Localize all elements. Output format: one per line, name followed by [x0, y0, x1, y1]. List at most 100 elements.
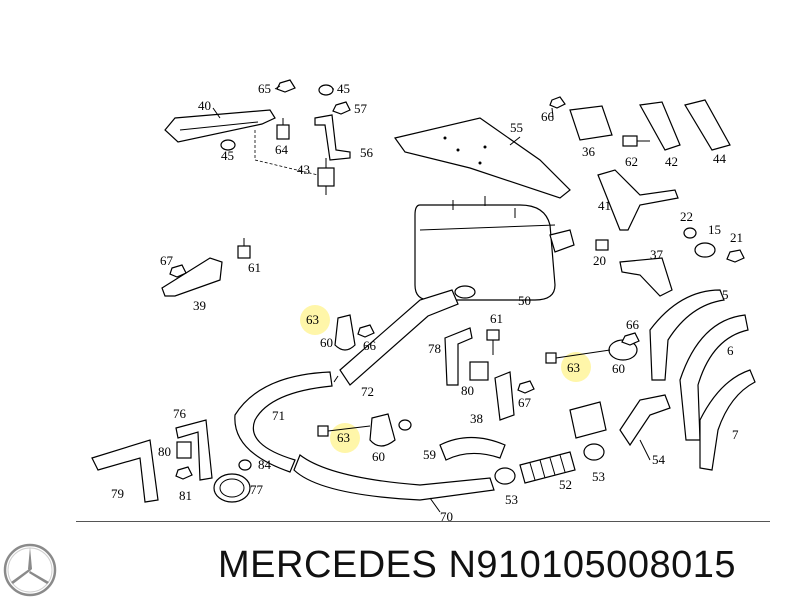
label-56: 56 [360, 145, 374, 160]
clamp-60-bottom [369, 413, 396, 447]
label-15: 15 [708, 222, 721, 237]
washer-22 [683, 227, 697, 239]
label-61-left: 61 [248, 260, 261, 275]
label-57: 57 [354, 101, 368, 116]
label-52: 52 [559, 477, 572, 492]
bracket-41 [597, 169, 679, 231]
flex-pipe-52 [519, 451, 576, 484]
label-63-left: 63 [306, 312, 319, 327]
label-38: 38 [470, 411, 483, 426]
label-41: 41 [598, 198, 611, 213]
label-67-mid: 67 [518, 395, 532, 410]
label-64: 64 [275, 142, 289, 157]
bracket-38 [494, 371, 515, 421]
pipe-71 [234, 371, 333, 473]
label-60-bottom: 60 [372, 449, 385, 464]
bracket-42 [639, 101, 681, 151]
bolt-63-bottom [317, 425, 371, 437]
leader-lines [212, 85, 651, 513]
label-60-right: 60 [612, 361, 625, 376]
label-43: 43 [297, 162, 310, 177]
muffler-50 [414, 196, 575, 301]
label-62: 62 [625, 154, 638, 169]
bracket-44 [684, 99, 731, 151]
bolt-61-mid [486, 329, 500, 355]
pipe-6 [679, 314, 749, 441]
label-63-bottom: 63 [337, 430, 350, 445]
pipe-59 [439, 436, 506, 461]
label-45-left: 45 [221, 148, 234, 163]
sleeve-53 [569, 401, 607, 439]
label-70: 70 [440, 509, 453, 524]
footer-divider [76, 521, 770, 522]
label-7: 7 [732, 427, 739, 442]
heat-shield-55 [393, 117, 571, 199]
label-5: 5 [722, 287, 729, 302]
label-37: 37 [650, 247, 664, 262]
label-71: 71 [272, 408, 285, 423]
nut-66-top [549, 96, 566, 109]
label-66-mid: 66 [363, 338, 377, 353]
bracket-37 [619, 257, 673, 297]
highlight-63-left [300, 305, 330, 335]
rubber-mount-43 [317, 158, 335, 195]
label-67-left: 67 [160, 253, 174, 268]
label-65: 65 [258, 81, 271, 96]
label-36: 36 [582, 144, 596, 159]
label-54: 54 [652, 452, 666, 467]
label-44: 44 [713, 151, 727, 166]
nut-66-right [621, 332, 640, 346]
label-63-right: 63 [567, 360, 580, 375]
highlight-63-right [561, 352, 591, 382]
nut-67-left [169, 264, 187, 278]
bracket-76 [175, 419, 213, 481]
bracket-39 [161, 257, 223, 297]
label-72: 72 [361, 384, 374, 399]
label-76: 76 [173, 406, 187, 421]
nut-67-mid [517, 380, 535, 394]
label-81: 81 [179, 488, 192, 503]
bracket-40 [164, 109, 276, 143]
label-22: 22 [680, 209, 693, 224]
mercedes-star-icon [3, 543, 57, 597]
label-50: 50 [518, 293, 531, 308]
bolt-20 [595, 239, 609, 251]
nut-57 [332, 101, 351, 115]
washer-84 [238, 459, 252, 471]
part-number: N910105008015 [448, 544, 736, 586]
nut-66-mid [357, 324, 375, 338]
label-84: 84 [258, 457, 272, 472]
bolt-61-left [237, 238, 251, 259]
pipe-70 [293, 454, 495, 501]
label-39: 39 [193, 298, 206, 313]
bolt-63-right [545, 349, 611, 364]
label-66-right: 66 [626, 317, 640, 332]
label-21: 21 [730, 230, 743, 245]
pipe-7 [699, 369, 756, 471]
label-78: 78 [428, 341, 441, 356]
clamp-60-left [334, 314, 356, 351]
brand-part-number-title: MERCEDES N910105008015 [218, 544, 736, 587]
label-45-top: 45 [337, 81, 350, 96]
label-77: 77 [250, 482, 264, 497]
label-6: 6 [727, 343, 734, 358]
bracket-56 [314, 114, 351, 161]
brand-name: MERCEDES [218, 544, 438, 586]
label-59: 59 [423, 447, 436, 462]
label-79: 79 [111, 486, 124, 501]
bolt-62 [622, 135, 650, 147]
bracket-36 [569, 105, 613, 141]
clamp-53-right [583, 443, 605, 461]
washer-45-top [318, 84, 334, 96]
pipe-5 [649, 289, 725, 381]
rubber-mount-80-left [176, 441, 192, 459]
label-80-mid: 80 [461, 383, 474, 398]
label-20: 20 [593, 253, 606, 268]
label-40: 40 [198, 98, 211, 113]
mount-64 [276, 118, 290, 140]
pipe-72 [339, 289, 459, 386]
bracket-78 [444, 327, 473, 386]
washer-45-left [220, 139, 236, 151]
label-55: 55 [510, 120, 523, 135]
